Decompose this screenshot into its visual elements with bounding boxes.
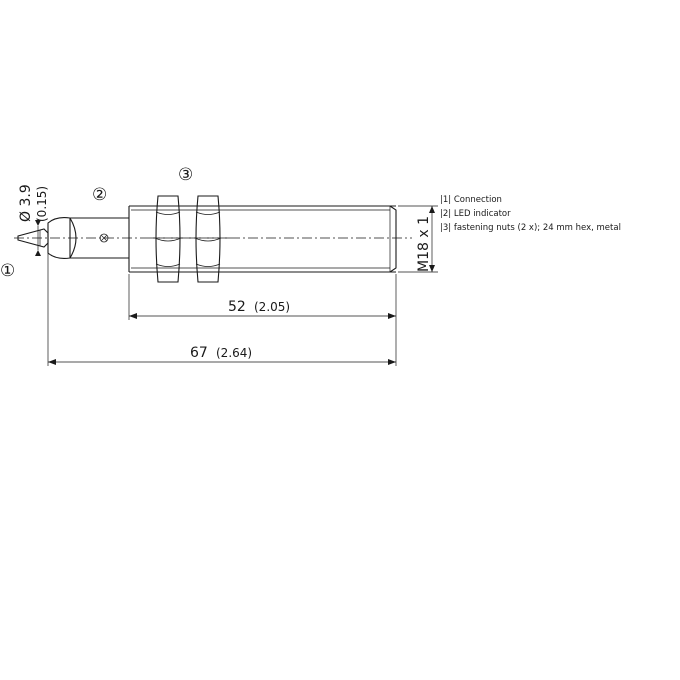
legend-item-2: |2| LED indicator bbox=[440, 209, 511, 219]
cable-diameter-inch-label: (0.15) bbox=[35, 186, 49, 222]
cable bbox=[17, 220, 49, 366]
threaded-body bbox=[129, 205, 397, 273]
cable-diameter-label: Ø 3.9 bbox=[18, 184, 34, 222]
legend-item-1: |1| Connection bbox=[440, 195, 502, 205]
legend-item-3: |3| fastening nuts (2 x); 24 mm hex, met… bbox=[440, 223, 621, 233]
callout-1: ① bbox=[0, 261, 15, 281]
body-length-inch-label: (2.05) bbox=[254, 300, 290, 314]
thread-label: M18 x 1 bbox=[416, 216, 432, 272]
total-length-dimension bbox=[48, 359, 396, 365]
rear-cap bbox=[47, 206, 130, 272]
legend: |1| Connection |2| LED indicator |3| fas… bbox=[440, 195, 621, 233]
thread-dimension bbox=[398, 205, 438, 273]
fastening-nut-2 bbox=[194, 195, 222, 283]
callout-2: ② bbox=[92, 185, 107, 205]
body-length-label: 52 bbox=[228, 299, 246, 315]
total-length-inch-label: (2.64) bbox=[216, 346, 252, 360]
fastening-nut-1 bbox=[154, 195, 182, 283]
callout-3: ③ bbox=[178, 165, 193, 185]
body-length-dimension bbox=[129, 313, 396, 319]
total-length-label: 67 bbox=[190, 345, 208, 361]
led-indicator-icon bbox=[99, 233, 109, 243]
